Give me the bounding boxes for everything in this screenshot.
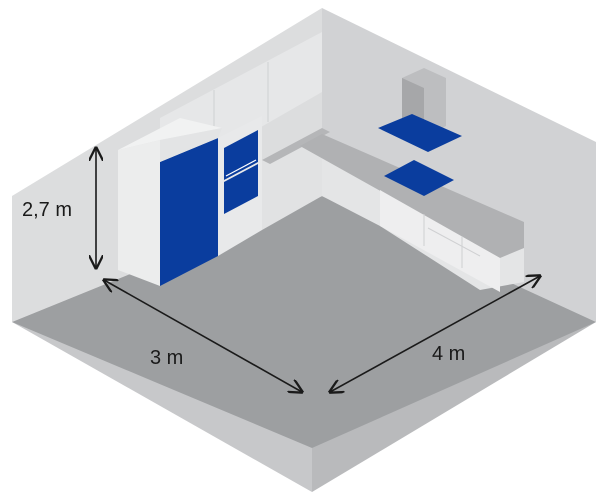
- built-in-oven-lower: [224, 164, 258, 214]
- width-dimension-line: [104, 280, 302, 392]
- depth-label: 4 m: [432, 343, 465, 365]
- tall-blue-cabinet-side: [160, 128, 222, 162]
- blue-cooktop: [384, 160, 454, 196]
- tall-cabinet-front: [118, 140, 160, 286]
- tall-blue-cabinet: [160, 138, 218, 286]
- width-label: 3 m: [150, 347, 183, 369]
- depth-dimension-line: [330, 276, 540, 392]
- range-hood: [378, 114, 462, 152]
- back-right-wall: [322, 8, 596, 322]
- tall-cabinet-top: [118, 118, 222, 150]
- countertop-left: [262, 128, 330, 164]
- countertop-right: [300, 134, 524, 258]
- built-in-oven: [224, 130, 258, 180]
- base-cabinets-right-front: [380, 190, 500, 292]
- height-label: 2,7 m: [22, 199, 72, 221]
